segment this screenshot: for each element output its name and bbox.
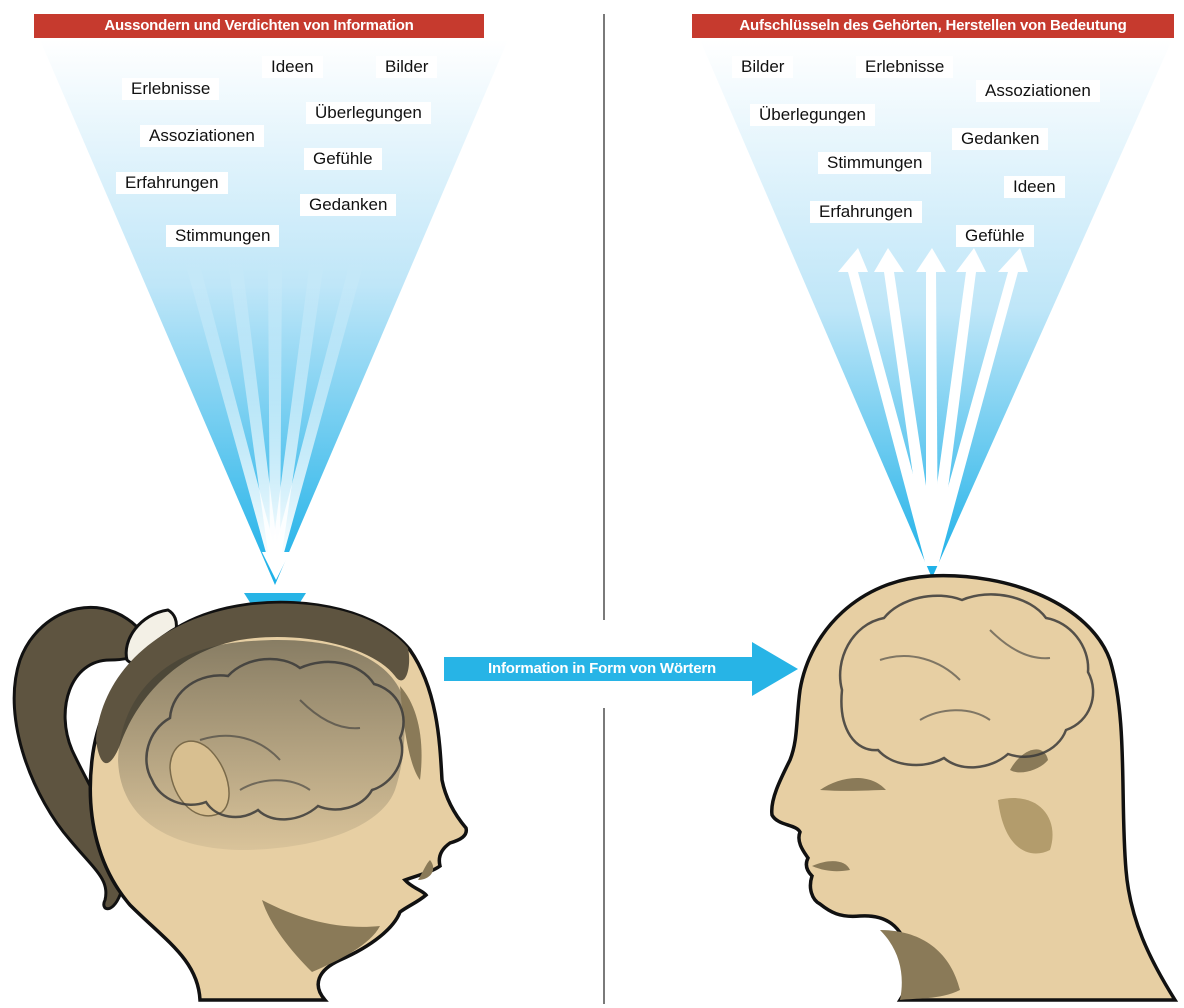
right-word-erlebnisse: Erlebnisse <box>856 56 953 78</box>
right-word-ideen: Ideen <box>1004 176 1065 198</box>
left-word-erfahrungen: Erfahrungen <box>116 172 228 194</box>
right-word-assoziationen: Assoziationen <box>976 80 1100 102</box>
left-word-bilder: Bilder <box>376 56 437 78</box>
left-word-erlebnisse: Erlebnisse <box>122 78 219 100</box>
right-word-gedanken: Gedanken <box>952 128 1048 150</box>
left-banner-title: Aussondern und Verdichten von Informatio… <box>34 14 484 38</box>
right-word-bilder: Bilder <box>732 56 793 78</box>
right-word-erfahrungen: Erfahrungen <box>810 201 922 223</box>
man-head-icon <box>772 576 1175 1000</box>
right-word-stimmungen: Stimmungen <box>818 152 931 174</box>
right-word-gefuehle: Gefühle <box>956 225 1034 247</box>
left-word-gedanken: Gedanken <box>300 194 396 216</box>
woman-head-icon <box>14 603 466 1000</box>
left-word-gefuehle: Gefühle <box>304 148 382 170</box>
flow-arrow-label: Information in Form von Wörtern <box>452 657 752 681</box>
left-word-assoziationen: Assoziationen <box>140 125 264 147</box>
right-word-ueberlegungen: Überlegungen <box>750 104 875 126</box>
left-word-ueberlegungen: Überlegungen <box>306 102 431 124</box>
left-word-ideen: Ideen <box>262 56 323 78</box>
left-word-stimmungen: Stimmungen <box>166 225 279 247</box>
right-banner-title: Aufschlüsseln des Gehörten, Herstellen v… <box>692 14 1174 38</box>
